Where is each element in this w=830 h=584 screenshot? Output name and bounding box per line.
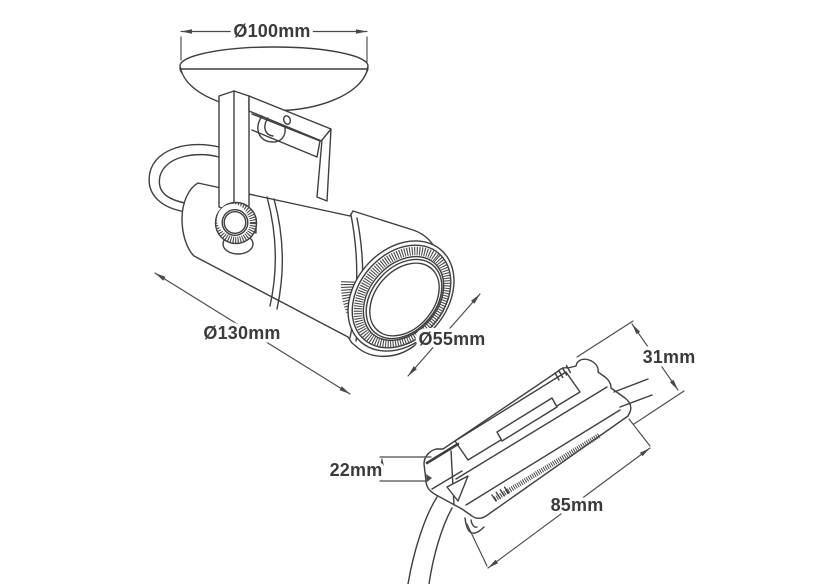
ceiling-canopy (179, 46, 369, 112)
driver-label-slot (496, 397, 558, 442)
bracket-arm (316, 128, 332, 202)
driver-clamp-line (431, 470, 463, 490)
bracket-frame-inner (251, 113, 321, 158)
driver-hook-tab (464, 517, 485, 534)
driver-clamp-notch (446, 475, 469, 502)
extension-lines (180, 36, 368, 63)
driver-vent-strip (493, 432, 602, 502)
driver-clamp-edge (425, 442, 460, 465)
canopy-dome (180, 68, 368, 112)
bracket-hole (282, 115, 292, 125)
knob-ring (221, 208, 249, 236)
dimension-label-lens: Ø55mm (418, 329, 485, 349)
driver-lid-edge (455, 386, 608, 480)
arrowheads (380, 458, 384, 480)
driver-clamp-detail (426, 474, 432, 482)
arrowheads (632, 324, 678, 390)
bezel-ring (362, 255, 445, 342)
dimension-body-length: Ø130mm (154, 272, 351, 395)
dimension-line (154, 272, 351, 395)
driver-cable-fill (408, 497, 452, 584)
front-bezel (347, 240, 455, 352)
bezel-ring (365, 258, 443, 340)
lens (369, 262, 440, 337)
safety-cable-hook (257, 115, 286, 143)
arrowheads (408, 294, 480, 376)
driver-box (423, 358, 632, 519)
dimension-line (487, 447, 651, 569)
driver-ribs-top (554, 364, 572, 381)
dimension-label-body: Ø130mm (203, 323, 280, 343)
knob-center (223, 210, 247, 234)
dimension-lens-diameter: Ø55mm (407, 293, 489, 377)
adjustment-knob (214, 201, 258, 255)
body-seam-line (266, 196, 277, 307)
driver-base-seam (465, 409, 621, 506)
dimension-canopy-diameter: Ø100mm (180, 18, 368, 63)
dimension-driver-length: 85mm (466, 418, 651, 569)
dimension-line (631, 323, 679, 391)
driver-ribs-side (491, 486, 510, 502)
dimension-label-driver-depth: 22mm (330, 460, 383, 480)
driver-cable (407, 496, 438, 584)
dimension-driver-height: 31mm (576, 320, 699, 425)
dimension-label-driver-length: 85mm (551, 495, 604, 515)
extension-lines (379, 456, 432, 482)
extension-lines (466, 418, 651, 567)
driver-power-pins (613, 378, 653, 408)
dimension-label-driver-height: 31mm (643, 347, 696, 367)
extension-lines (576, 320, 685, 425)
knurled-ring-chamfer (353, 246, 452, 349)
body-seam-line (273, 198, 284, 310)
mounting-bracket (218, 90, 332, 213)
safety-cable-hook-inner (264, 117, 274, 137)
driver-cable (428, 507, 453, 584)
dimension-label-canopy: Ø100mm (233, 21, 310, 41)
dimension-line (407, 293, 481, 377)
driver-hook-tab-inner (470, 519, 478, 528)
led-driver (407, 358, 653, 584)
dimension-driver-depth: 22mm (326, 456, 432, 484)
